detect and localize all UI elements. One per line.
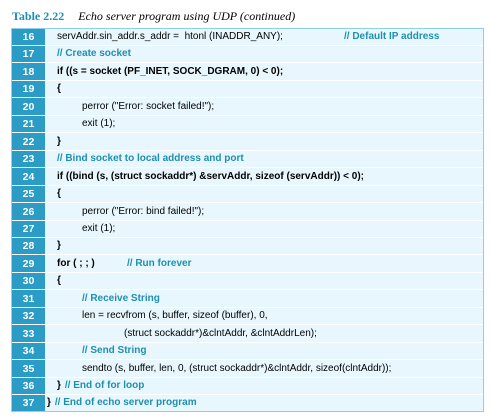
line-number: 17 bbox=[22, 48, 35, 61]
line-number: 18 bbox=[22, 65, 35, 78]
code-line-19: 19 { bbox=[12, 81, 483, 99]
code-text: exit (1); bbox=[82, 221, 115, 238]
line-number: 27 bbox=[22, 222, 35, 235]
code-comment: // End of for loop bbox=[64, 380, 145, 391]
code-text: }// End of for loop bbox=[57, 378, 144, 395]
code-line-24: 24 if ((bind (s, (struct sockaddr*) &serv… bbox=[12, 169, 483, 186]
code-line-28: 28} bbox=[12, 238, 483, 256]
line-number: 24 bbox=[22, 170, 35, 183]
code-statement: } bbox=[57, 240, 61, 252]
code-text: } bbox=[57, 238, 61, 255]
code-statement: } bbox=[57, 380, 61, 391]
code-line-36: 36}// End of for loop bbox=[12, 378, 483, 395]
code-line-17: 17 // Create socket bbox=[12, 46, 483, 64]
code-line-16: 16 servAddr.sin_addr.s_addr = htonl (INAD… bbox=[12, 29, 483, 46]
code-table: 16 servAddr.sin_addr.s_addr = htonl (INAD… bbox=[11, 28, 484, 412]
code-statement: perror ("Error: socket failed!"); bbox=[82, 100, 215, 112]
code-text: sendto (s, buffer, len, 0, (struct socka… bbox=[82, 361, 391, 378]
code-line-20: 20 perror ("Error: socket failed!"); bbox=[12, 99, 483, 116]
line-number: 30 bbox=[22, 275, 35, 288]
line-number: 19 bbox=[22, 83, 35, 96]
code-statement: perror ("Error: bind failed!"); bbox=[82, 205, 205, 217]
code-statement: (struct sockaddr*)&clntAddr, &clntAddrLe… bbox=[124, 327, 317, 339]
code-text: perror ("Error: socket failed!"); bbox=[82, 99, 214, 116]
line-number: 34 bbox=[22, 345, 35, 358]
code-statement: { bbox=[57, 275, 61, 287]
code-statement: } bbox=[57, 135, 61, 147]
code-comment: // End of echo server program bbox=[54, 397, 197, 409]
code-text: }// End of echo server program bbox=[47, 395, 197, 412]
line-number: 23 bbox=[22, 153, 35, 166]
code-text: } bbox=[57, 134, 61, 151]
code-line-23: 23 // Bind socket to local address and po… bbox=[12, 151, 483, 169]
line-number: 35 bbox=[22, 362, 35, 375]
line-number: 26 bbox=[22, 205, 35, 218]
code-statement: } bbox=[47, 397, 51, 409]
code-line-22: 22} bbox=[12, 134, 483, 151]
code-statement: servAddr.sin_addr.s_addr = htonl (INADDR… bbox=[57, 31, 283, 42]
table-number: Table 2.22 bbox=[12, 9, 65, 23]
code-line-33: 33 (struct sockaddr*)&clntAddr, &clntAddr… bbox=[12, 326, 483, 343]
code-text: if ((s = socket (PF_INET, SOCK_DGRAM, 0)… bbox=[57, 64, 283, 81]
code-line-32: 32 len = recvfrom (s, buffer, sizeof (buf… bbox=[12, 308, 483, 326]
code-statement: for ( ; ; ) bbox=[57, 257, 95, 269]
code-text: for ( ; ; ) bbox=[57, 256, 95, 273]
code-text: perror ("Error: bind failed!"); bbox=[82, 204, 204, 221]
code-line-35: 35 sendto (s, buffer, len, 0, (struct soc… bbox=[12, 361, 483, 378]
line-number: 25 bbox=[22, 188, 35, 201]
code-comment: // Create socket bbox=[57, 48, 131, 60]
code-line-37: 37}// End of echo server program bbox=[12, 395, 483, 412]
code-text: if ((bind (s, (struct sockaddr*) &servAd… bbox=[57, 169, 364, 186]
code-line-30: 30 { bbox=[12, 273, 483, 291]
table-caption: Table 2.22 Echo server program using UDP … bbox=[12, 9, 295, 24]
code-comment: // Send String bbox=[82, 345, 147, 357]
code-line-29: 29 for ( ; ; ) // Run forever bbox=[12, 256, 483, 273]
line-number: 31 bbox=[22, 292, 35, 305]
code-line-18: 18 if ((s = socket (PF_INET, SOCK_DGRAM, … bbox=[12, 64, 483, 81]
line-number: 33 bbox=[22, 327, 35, 340]
code-line-26: 26 perror ("Error: bind failed!"); bbox=[12, 204, 483, 221]
table-title: Echo server program using UDP (continued… bbox=[78, 9, 296, 23]
line-number: 16 bbox=[22, 31, 35, 43]
code-text: { bbox=[57, 186, 61, 203]
code-statement: if ((bind (s, (struct sockaddr*) &servAd… bbox=[57, 170, 364, 182]
code-text: (struct sockaddr*)&clntAddr, &clntAddrLe… bbox=[124, 326, 317, 343]
code-statement: exit (1); bbox=[82, 118, 116, 130]
code-statement: { bbox=[57, 83, 61, 95]
line-number: 32 bbox=[22, 310, 35, 323]
code-line-25: 25 { bbox=[12, 186, 483, 204]
line-number: 21 bbox=[22, 118, 35, 131]
code-comment: // Default IP address bbox=[344, 31, 440, 42]
code-text: exit (1); bbox=[82, 116, 115, 133]
line-number: 28 bbox=[22, 240, 35, 253]
code-line-34: 34 // Send String bbox=[12, 343, 483, 361]
line-number: 36 bbox=[22, 380, 35, 392]
code-line-27: 27 exit (1); bbox=[12, 221, 483, 238]
code-line-21: 21 exit (1); bbox=[12, 116, 483, 134]
line-number: 37 bbox=[22, 397, 35, 410]
line-number: 29 bbox=[22, 257, 35, 270]
code-text: { bbox=[57, 273, 61, 290]
code-comment: // Bind socket to local address and port bbox=[57, 153, 244, 165]
code-text: len = recvfrom (s, buffer, sizeof (buffe… bbox=[82, 308, 268, 325]
code-statement: { bbox=[57, 188, 61, 200]
line-number: 20 bbox=[22, 100, 35, 113]
code-text: servAddr.sin_addr.s_addr = htonl (INADDR… bbox=[57, 29, 283, 46]
code-comment: // Run forever bbox=[127, 257, 192, 269]
code-text: { bbox=[57, 81, 61, 98]
code-statement: exit (1); bbox=[82, 222, 116, 234]
code-statement: sendto (s, buffer, len, 0, (struct socka… bbox=[82, 362, 392, 374]
code-statement: len = recvfrom (s, buffer, sizeof (buffe… bbox=[82, 310, 268, 322]
code-line-31: 31 // Receive String bbox=[12, 291, 483, 308]
code-comment: // Receive String bbox=[82, 292, 160, 304]
code-statement: if ((s = socket (PF_INET, SOCK_DGRAM, 0)… bbox=[57, 65, 284, 77]
line-number: 22 bbox=[22, 135, 35, 148]
